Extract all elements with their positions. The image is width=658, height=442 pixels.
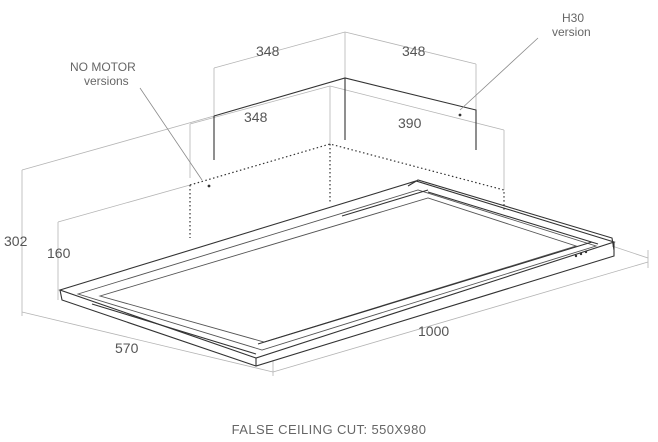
dim-depth: 570 bbox=[115, 340, 139, 356]
note-h30-line2: version bbox=[552, 25, 591, 39]
dim-height-body: 160 bbox=[47, 245, 71, 261]
false-ceiling-cut-caption: FALSE CEILING CUT: 550X980 bbox=[232, 422, 427, 437]
note-no-motor-line1: NO MOTOR bbox=[70, 60, 136, 74]
dim-mid-left: 348 bbox=[244, 109, 268, 125]
hood-body bbox=[58, 77, 616, 367]
dimension-lines bbox=[21, 31, 649, 376]
note-no-motor-line2: versions bbox=[84, 74, 129, 88]
note-leaders bbox=[139, 37, 539, 181]
dim-mid-right: 390 bbox=[398, 115, 422, 131]
dim-top-right: 348 bbox=[402, 43, 426, 59]
dim-top-left: 348 bbox=[256, 43, 280, 59]
dim-height-total: 302 bbox=[4, 233, 28, 249]
dim-width: 1000 bbox=[418, 323, 449, 339]
note-h30-line1: H30 bbox=[562, 11, 584, 25]
